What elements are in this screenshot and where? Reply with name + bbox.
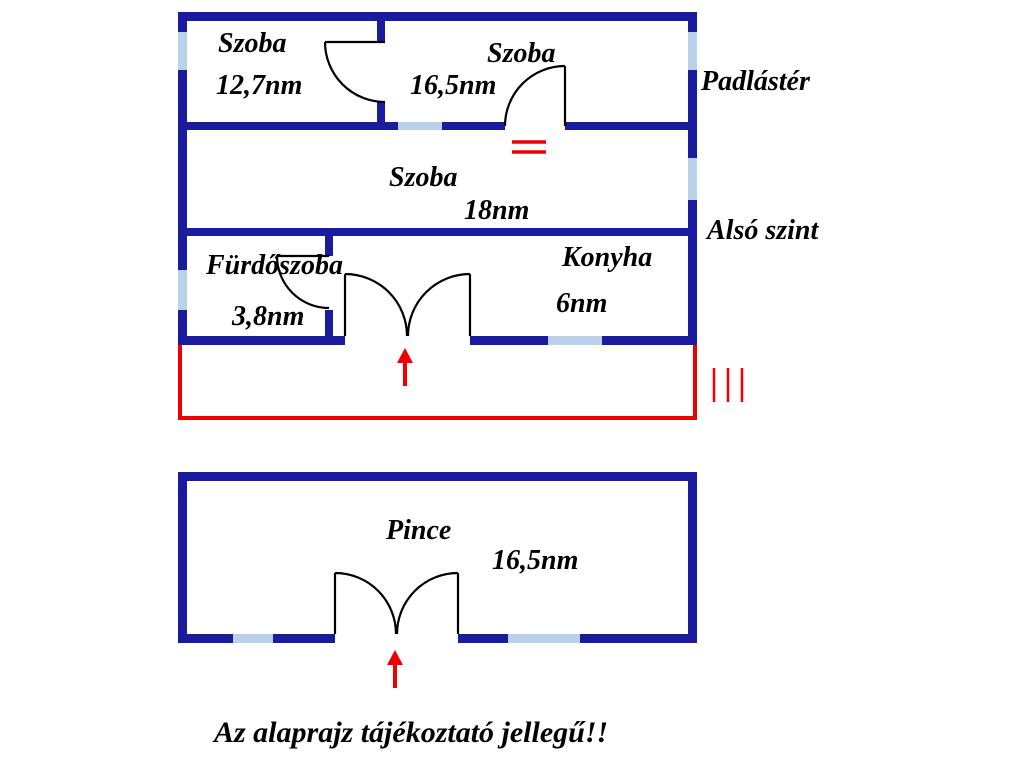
annotation-attic: Padlástér <box>701 66 810 97</box>
basement-door-arc-left <box>334 571 398 635</box>
annotation-lower-level: Alsó szint <box>707 215 819 246</box>
upper-outer-wall-top <box>178 12 697 21</box>
bathroom-wall-bottom-stub <box>325 310 333 336</box>
basement-wall-right <box>688 472 697 643</box>
window-right-middle <box>688 158 697 200</box>
basement-window-left <box>233 634 273 643</box>
interior-wall-h1-right <box>565 122 688 130</box>
room-label-szoba2-area: 16,5nm <box>410 70 497 101</box>
hatch-marks <box>712 368 744 402</box>
room-label-pince-area: 16,5nm <box>492 545 579 576</box>
window-interior-wall <box>398 122 442 130</box>
bathroom-wall-top-stub <box>325 236 333 256</box>
ground-outline-red <box>178 345 697 420</box>
basement-windows <box>233 634 580 643</box>
upper-floor-windows <box>178 32 697 345</box>
basement-wall-left <box>178 472 187 643</box>
entrance-door-arc-right <box>406 272 471 337</box>
disclaimer-text: Az alaprajz tájékoztató jellegű!! <box>214 716 609 749</box>
window-bottom-konyha <box>548 336 602 345</box>
room-label-pince-name: Pince <box>386 515 452 546</box>
double-line-symbol <box>512 140 546 154</box>
room-label-szoba1-name: Szoba <box>218 28 287 59</box>
room-label-konyha-name: Konyha <box>562 242 653 273</box>
basement-walls <box>178 472 697 643</box>
door-arc-szoba2 <box>503 64 566 127</box>
interior-wall-h1-left <box>187 122 505 130</box>
door-arc-szoba1 <box>323 41 386 104</box>
basement-window-right <box>508 634 580 643</box>
basement-door-arc-right <box>395 571 459 635</box>
basement-doors <box>333 571 460 635</box>
room-label-szoba3-name: Szoba <box>389 162 458 193</box>
upper-outer-wall-left <box>178 12 187 345</box>
upper-floor-doors <box>275 40 567 337</box>
door-arc-furdoszoba <box>275 255 330 310</box>
room-label-furdoszoba-area: 3,8nm <box>232 301 305 332</box>
entrance-arrow-head <box>397 348 413 363</box>
room-label-furdoszoba-name: Fürdőszoba <box>206 250 343 281</box>
interior-wall-h2 <box>187 228 688 236</box>
interior-wall-v1-bottom-stub <box>377 102 385 122</box>
upper-outer-wall-bottom-left <box>178 336 345 345</box>
room-label-szoba2-name: Szoba <box>487 38 556 69</box>
room-label-konyha-area: 6nm <box>556 288 608 319</box>
basement-wall-top <box>178 472 697 481</box>
entrance-door-arc-left <box>344 272 409 337</box>
room-label-szoba3-area: 18nm <box>464 195 530 226</box>
window-right-upper <box>688 32 697 70</box>
window-left-bathroom <box>178 270 187 310</box>
room-label-szoba1-area: 12,7nm <box>216 70 303 101</box>
basement-entrance-arrow <box>387 650 403 688</box>
window-left-upper <box>178 32 187 70</box>
interior-wall-v1-top-stub <box>377 21 385 42</box>
basement-arrow-head <box>387 650 403 665</box>
red-annotations <box>178 140 744 420</box>
